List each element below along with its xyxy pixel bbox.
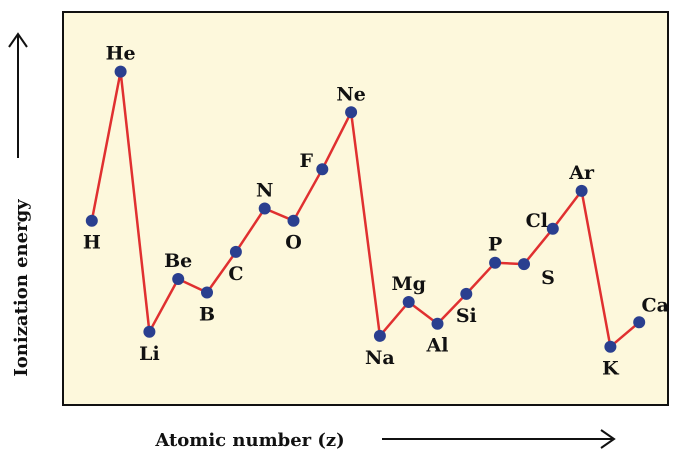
data-point-al (431, 317, 444, 330)
y-axis-arrow-icon (8, 32, 28, 158)
data-point-li (143, 325, 156, 338)
element-label-f: F (300, 150, 314, 172)
element-label-ca: Ca (641, 294, 668, 316)
element-label-mg: Mg (392, 273, 426, 295)
element-label-si: Si (456, 305, 477, 327)
data-point-o (287, 214, 300, 227)
element-label-n: N (256, 180, 273, 202)
data-point-n (258, 202, 271, 215)
element-label-o: O (285, 232, 302, 254)
element-label-ar: Ar (568, 162, 595, 184)
element-label-al: Al (426, 335, 449, 357)
data-point-p (489, 256, 502, 269)
data-point-cl (546, 222, 559, 235)
element-label-be: Be (164, 250, 192, 272)
data-point-f (316, 163, 329, 176)
data-point-s (518, 258, 530, 271)
element-label-h: H (83, 232, 101, 254)
data-point-si (460, 287, 473, 300)
data-point-c (229, 245, 242, 258)
data-point-b (201, 286, 213, 299)
element-label-cl: Cl (526, 210, 548, 232)
element-label-na: Na (365, 347, 395, 369)
element-label-b: B (199, 304, 215, 326)
data-point-k (604, 340, 617, 353)
element-label-s: S (541, 267, 555, 289)
element-label-he: He (106, 43, 136, 65)
ionization-series (85, 65, 646, 353)
y-axis-label: Ionization energy (11, 199, 32, 377)
element-label-p: P (488, 234, 502, 256)
data-point-ca (633, 316, 646, 329)
x-axis-label: Atomic number (z) (154, 430, 344, 451)
data-point-be (172, 273, 185, 285)
data-point-mg (402, 296, 415, 308)
element-label-k: K (602, 358, 620, 380)
data-point-ne (345, 106, 358, 119)
data-point-ar (575, 184, 588, 197)
x-axis-arrow-icon (382, 429, 616, 449)
element-label-li: Li (139, 343, 160, 365)
data-point-h (85, 214, 98, 227)
element-label-ne: Ne (336, 83, 365, 105)
data-point-na (373, 329, 386, 342)
data-point-he (114, 65, 127, 78)
element-label-c: C (228, 263, 243, 285)
